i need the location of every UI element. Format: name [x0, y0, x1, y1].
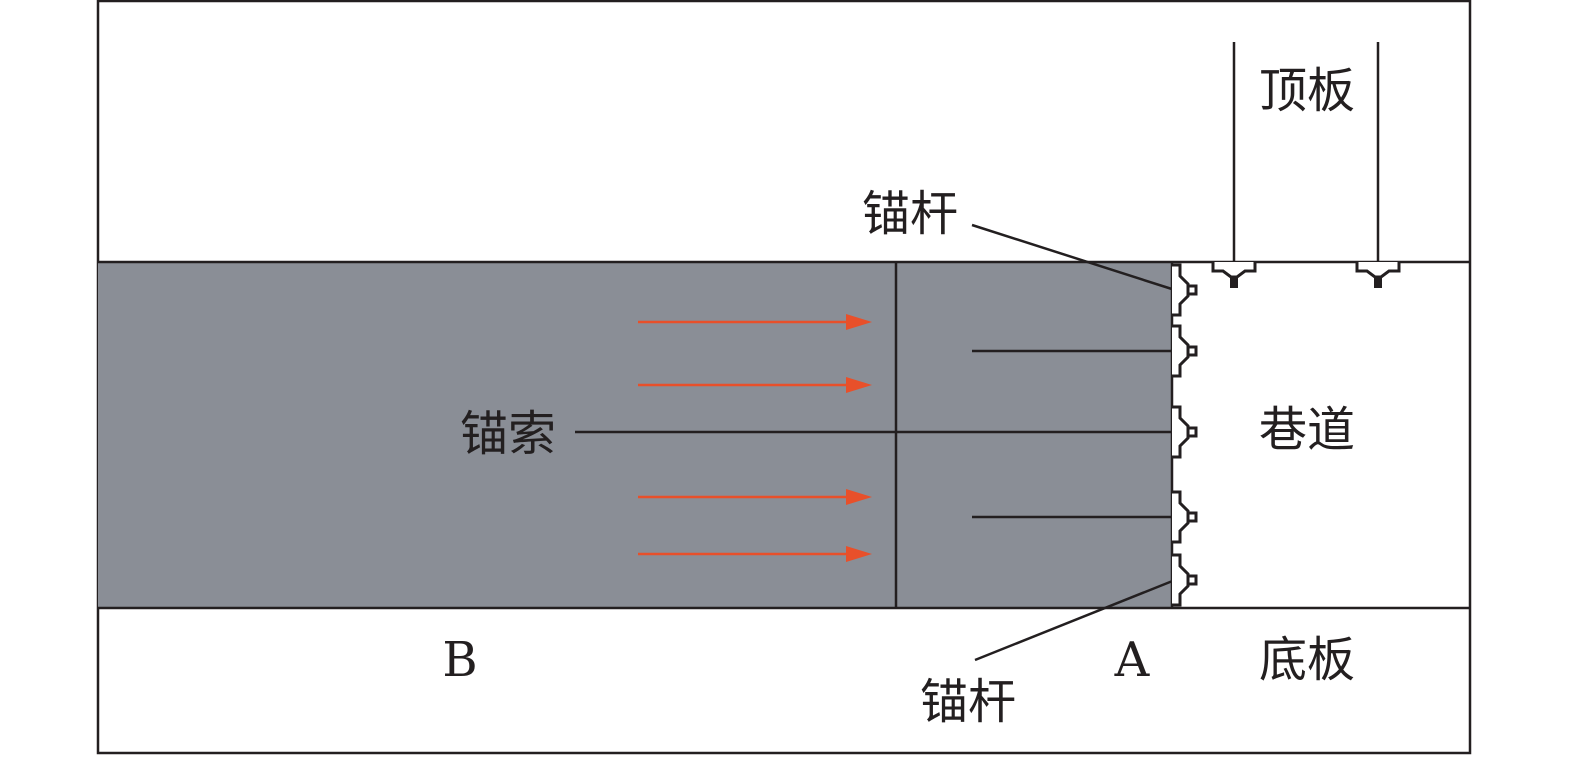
arrow-head-icon [846, 489, 872, 505]
arrow-head-icon [846, 377, 872, 393]
bolt-label-bottom: 锚杆 [920, 674, 1016, 730]
bolt-tail-icon [1186, 345, 1198, 357]
coal-zone [98, 262, 1172, 608]
bolt-tail-icon [1186, 574, 1198, 586]
point-b-label: B [442, 632, 477, 688]
roof-bolt-tail-icon [1374, 277, 1382, 288]
bolt-tail-icon [1186, 426, 1198, 438]
leader-line-top [971, 223, 1176, 292]
bolt-tail-icon [1186, 284, 1198, 296]
floor-label: 底板 [1259, 632, 1355, 688]
bolt-plates [1172, 262, 1401, 607]
arrows [638, 314, 872, 562]
rods [575, 223, 1176, 662]
roof-label: 顶板 [1259, 63, 1355, 119]
leader-line-bottom [974, 578, 1176, 662]
roof-bolt-tail-icon [1230, 277, 1238, 288]
roadway-label: 巷道 [1259, 402, 1355, 458]
arrow-head-icon [846, 546, 872, 562]
point-a-label: A [1114, 632, 1151, 688]
bolt-label-top: 锚杆 [862, 186, 958, 242]
cable-label: 锚索 [460, 406, 556, 462]
bolt-tail-icon [1186, 511, 1198, 523]
arrow-head-icon [846, 314, 872, 330]
